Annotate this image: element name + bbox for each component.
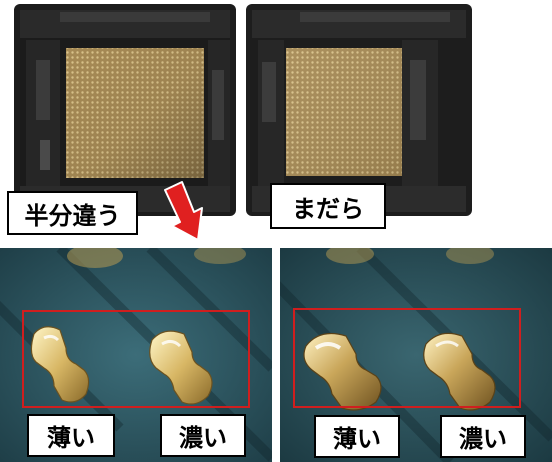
label-mottled-text: まだら <box>292 194 364 223</box>
label-half-different: 半分違う <box>7 191 138 235</box>
label-half-different-text: 半分違う <box>24 201 121 230</box>
label-thick-left: 濃い <box>160 414 246 457</box>
label-mottled: まだら <box>270 183 386 229</box>
label-thin-right-text: 薄い <box>333 425 381 453</box>
socket-left <box>14 4 236 216</box>
label-thin-left-text: 薄い <box>47 424 95 452</box>
label-thick-left-text: 濃い <box>179 424 227 452</box>
label-thin-right: 薄い <box>314 415 400 458</box>
pin-left-b <box>149 330 213 405</box>
pointer-arrow <box>164 181 203 240</box>
label-thin-left: 薄い <box>27 414 115 457</box>
label-thick-right-text: 濃い <box>459 425 507 453</box>
pin-right-b <box>423 332 496 411</box>
label-thick-right: 濃い <box>440 415 526 458</box>
annotation-box-left <box>22 310 250 408</box>
pin-left-a <box>30 326 90 403</box>
annotation-box-right <box>293 308 521 408</box>
pin-right-a <box>303 333 382 411</box>
